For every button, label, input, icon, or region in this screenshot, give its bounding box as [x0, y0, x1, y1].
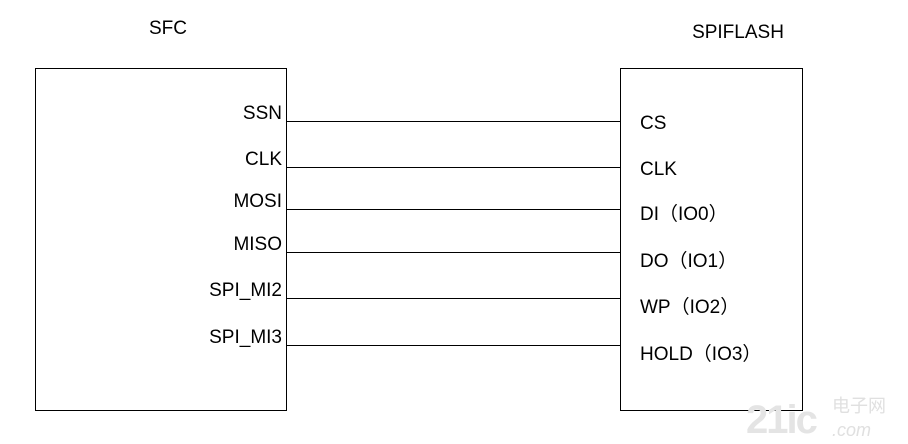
wire-mosi-di	[286, 209, 620, 210]
flash-pin-label: HOLD（IO3）	[640, 344, 762, 365]
spiflash-block	[620, 68, 803, 411]
sfc-pin-label: MOSI	[233, 191, 282, 212]
flash-pin-label: DI（IO0）	[640, 204, 728, 225]
sfc-pin-label: MISO	[233, 234, 282, 255]
flash-pin-label: WP（IO2）	[640, 297, 740, 318]
wire-mi2-wp	[286, 298, 620, 299]
wire-ssn-cs	[286, 121, 620, 122]
sfc-pin-label: SPI_MI3	[209, 327, 282, 348]
wire-clk	[286, 167, 620, 168]
watermark-logo: 21ic	[746, 398, 818, 442]
flash-pin-label: CLK	[640, 159, 677, 180]
sfc-pin-label: SSN	[242, 103, 282, 124]
sfc-block	[35, 68, 287, 411]
wire-miso-do	[286, 252, 620, 253]
flash-pin-label: DO（IO1）	[640, 251, 738, 272]
flash-pin-label: CS	[640, 113, 667, 134]
watermark-domain: .com	[832, 420, 872, 440]
sfc-pin-label: SPI_MI2	[209, 280, 282, 301]
sfc-pin-label: CLK	[245, 149, 282, 170]
spiflash-title: SPIFLASH	[692, 22, 784, 43]
wire-mi3-hold	[286, 345, 620, 346]
sfc-title: SFC	[149, 18, 187, 39]
watermark-cn: 电子网	[832, 396, 886, 416]
